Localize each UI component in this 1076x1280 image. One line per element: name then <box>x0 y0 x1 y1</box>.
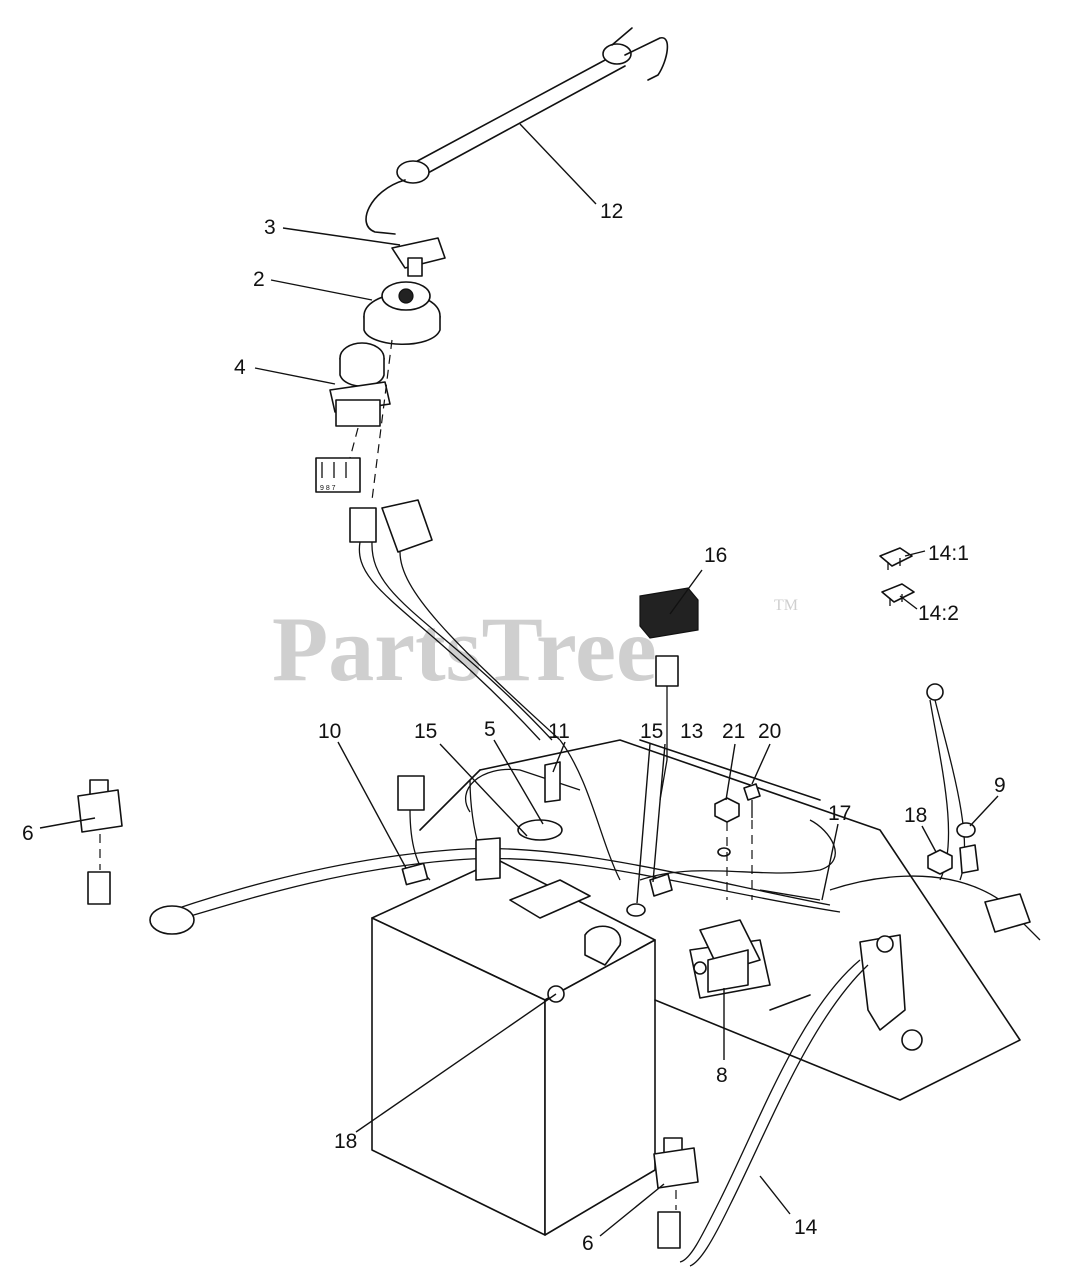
part-17-cable <box>759 889 821 901</box>
callout-16: 16 <box>704 544 727 567</box>
callout-18-bottom: 18 <box>334 1130 357 1153</box>
watermark-trademark: TM <box>774 597 798 614</box>
callout-14: 14 <box>794 1216 818 1239</box>
callout-labels: 12 3 2 4 16 14:1 14:2 10 15 5 11 15 13 2… <box>22 200 1006 1255</box>
callout-2: 2 <box>253 268 265 291</box>
callout-20: 20 <box>758 720 781 743</box>
fuse-14-1 <box>879 547 913 570</box>
callout-17: 17 <box>828 802 851 825</box>
part-6-switch-bottom <box>653 1137 699 1249</box>
part-21-nut <box>714 797 740 857</box>
callout-18-right: 18 <box>904 804 927 827</box>
harness-connector-987: 9 8 7 <box>315 457 361 493</box>
callout-10: 10 <box>318 720 341 743</box>
callout-21: 21 <box>722 720 745 743</box>
callout-15-right: 15 <box>640 720 663 743</box>
part-5-clamp <box>475 819 563 881</box>
callout-8: 8 <box>716 1064 728 1087</box>
callout-5: 5 <box>484 718 496 741</box>
callout-6-left: 6 <box>22 822 34 845</box>
part-6-switch-left <box>77 779 123 905</box>
right-harness-connector <box>984 893 1031 933</box>
callout-4: 4 <box>234 356 246 379</box>
part-13-bolt <box>649 873 673 897</box>
part-10-connector <box>397 775 431 886</box>
callout-14-2: 14:2 <box>918 602 959 625</box>
part-16-relay <box>639 587 699 801</box>
part-11-guard <box>544 761 561 803</box>
callout-13: 13 <box>680 720 703 743</box>
partstree-watermark: PartsTree TM <box>272 597 798 700</box>
part-3-ignition-key <box>391 237 446 277</box>
part-2-ignition-switch <box>363 281 441 345</box>
callout-12: 12 <box>600 200 623 223</box>
battery <box>371 859 656 1236</box>
part-20-screw <box>743 783 761 818</box>
part-4-pto-switch <box>329 342 391 427</box>
part-8-solenoid <box>693 919 761 993</box>
callout-15-left: 15 <box>414 720 437 743</box>
callout-9: 9 <box>994 774 1006 797</box>
part-9-cable-ring <box>956 822 979 874</box>
part-12-wire-rod <box>365 27 669 235</box>
part-15-washer-right <box>626 903 646 917</box>
callout-leaders <box>39 123 999 1237</box>
callout-14-1: 14:1 <box>928 542 969 565</box>
svg-text:9 8 7: 9 8 7 <box>320 485 336 492</box>
callout-3: 3 <box>264 216 276 239</box>
part-18-nut-right <box>927 849 953 875</box>
callout-11: 11 <box>548 720 570 743</box>
harness-connectors-upper <box>349 499 561 741</box>
callout-6-bottom: 6 <box>582 1232 594 1255</box>
